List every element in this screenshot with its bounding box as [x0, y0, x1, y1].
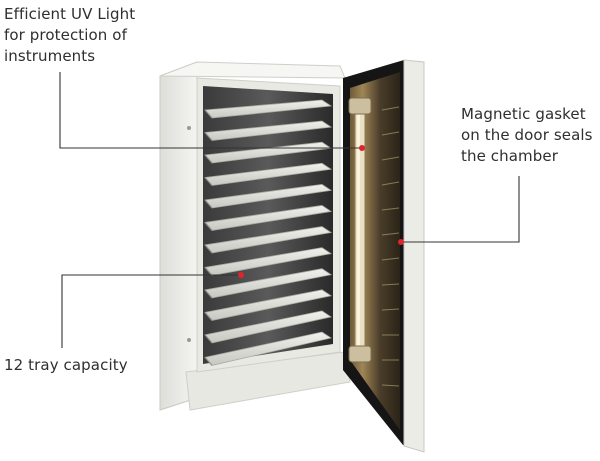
tray-capacity-annotation-line: 12 tray capacity	[4, 356, 128, 374]
callout-lines	[59, 72, 520, 348]
uv-lamp	[348, 97, 372, 363]
gasket-callout-line	[401, 176, 520, 243]
uv-light-annotation: Efficient UV Light for protection of ins…	[4, 4, 135, 67]
tray-front-rim	[204, 312, 213, 321]
tray-front-rim	[204, 244, 213, 254]
tray-front-rim	[204, 289, 213, 299]
tray-front-rim	[204, 154, 213, 164]
uv-light-callout-line	[59, 72, 362, 149]
uv-light-annotation-line: for protection of	[4, 26, 127, 44]
tray-callout-dot	[238, 272, 244, 278]
uv-light-annotation-line: instruments	[4, 47, 96, 65]
gasket-callout-dot	[398, 239, 404, 245]
tray-front-rim	[204, 109, 213, 119]
tray-front-rim	[204, 222, 213, 231]
gasket-annotation-line: the chamber	[461, 147, 558, 165]
cabinet-body	[159, 61, 351, 411]
gasket-annotation-line: Magnetic gasket	[461, 105, 586, 123]
tray-front-rim	[204, 199, 213, 209]
gasket-annotation: Magnetic gasket on the door seals the ch…	[461, 104, 593, 167]
tray-front-rim	[204, 267, 213, 276]
uv-light-callout-dot	[359, 145, 365, 151]
tray-front-rim	[204, 177, 213, 186]
tray-front-rim	[204, 357, 213, 366]
gasket-annotation-line: on the door seals	[461, 126, 593, 144]
tray-front-rim	[204, 334, 213, 344]
tray-callout-line	[61, 274, 241, 348]
tray-capacity-annotation: 12 tray capacity	[4, 355, 128, 376]
uv-light-annotation-line: Efficient UV Light	[4, 5, 136, 23]
tray-stack	[204, 99, 333, 366]
open-door	[343, 59, 425, 453]
tray-front-rim	[204, 132, 213, 141]
